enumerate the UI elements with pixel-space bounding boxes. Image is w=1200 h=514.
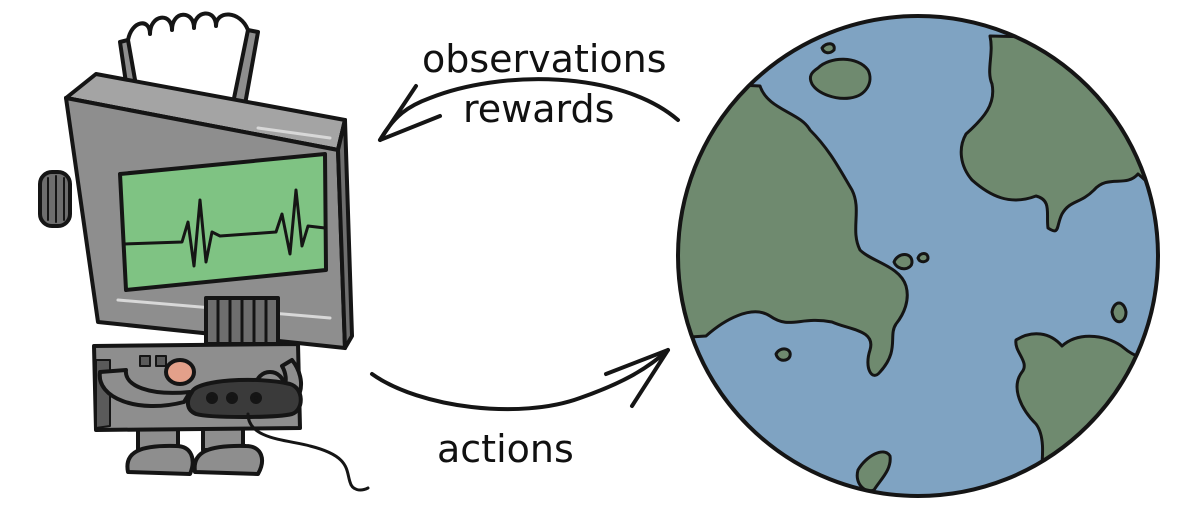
observations-label: observations: [422, 37, 667, 81]
actions-label: actions: [437, 427, 574, 471]
actions-arrow: [370, 348, 670, 412]
gamepad-icon: [185, 377, 370, 492]
observations-rewards-arrow: [378, 77, 680, 142]
robot-agent-icon: [38, 11, 354, 476]
rewards-label: rewards: [463, 87, 615, 131]
earth-globe-icon: [676, 14, 1160, 498]
